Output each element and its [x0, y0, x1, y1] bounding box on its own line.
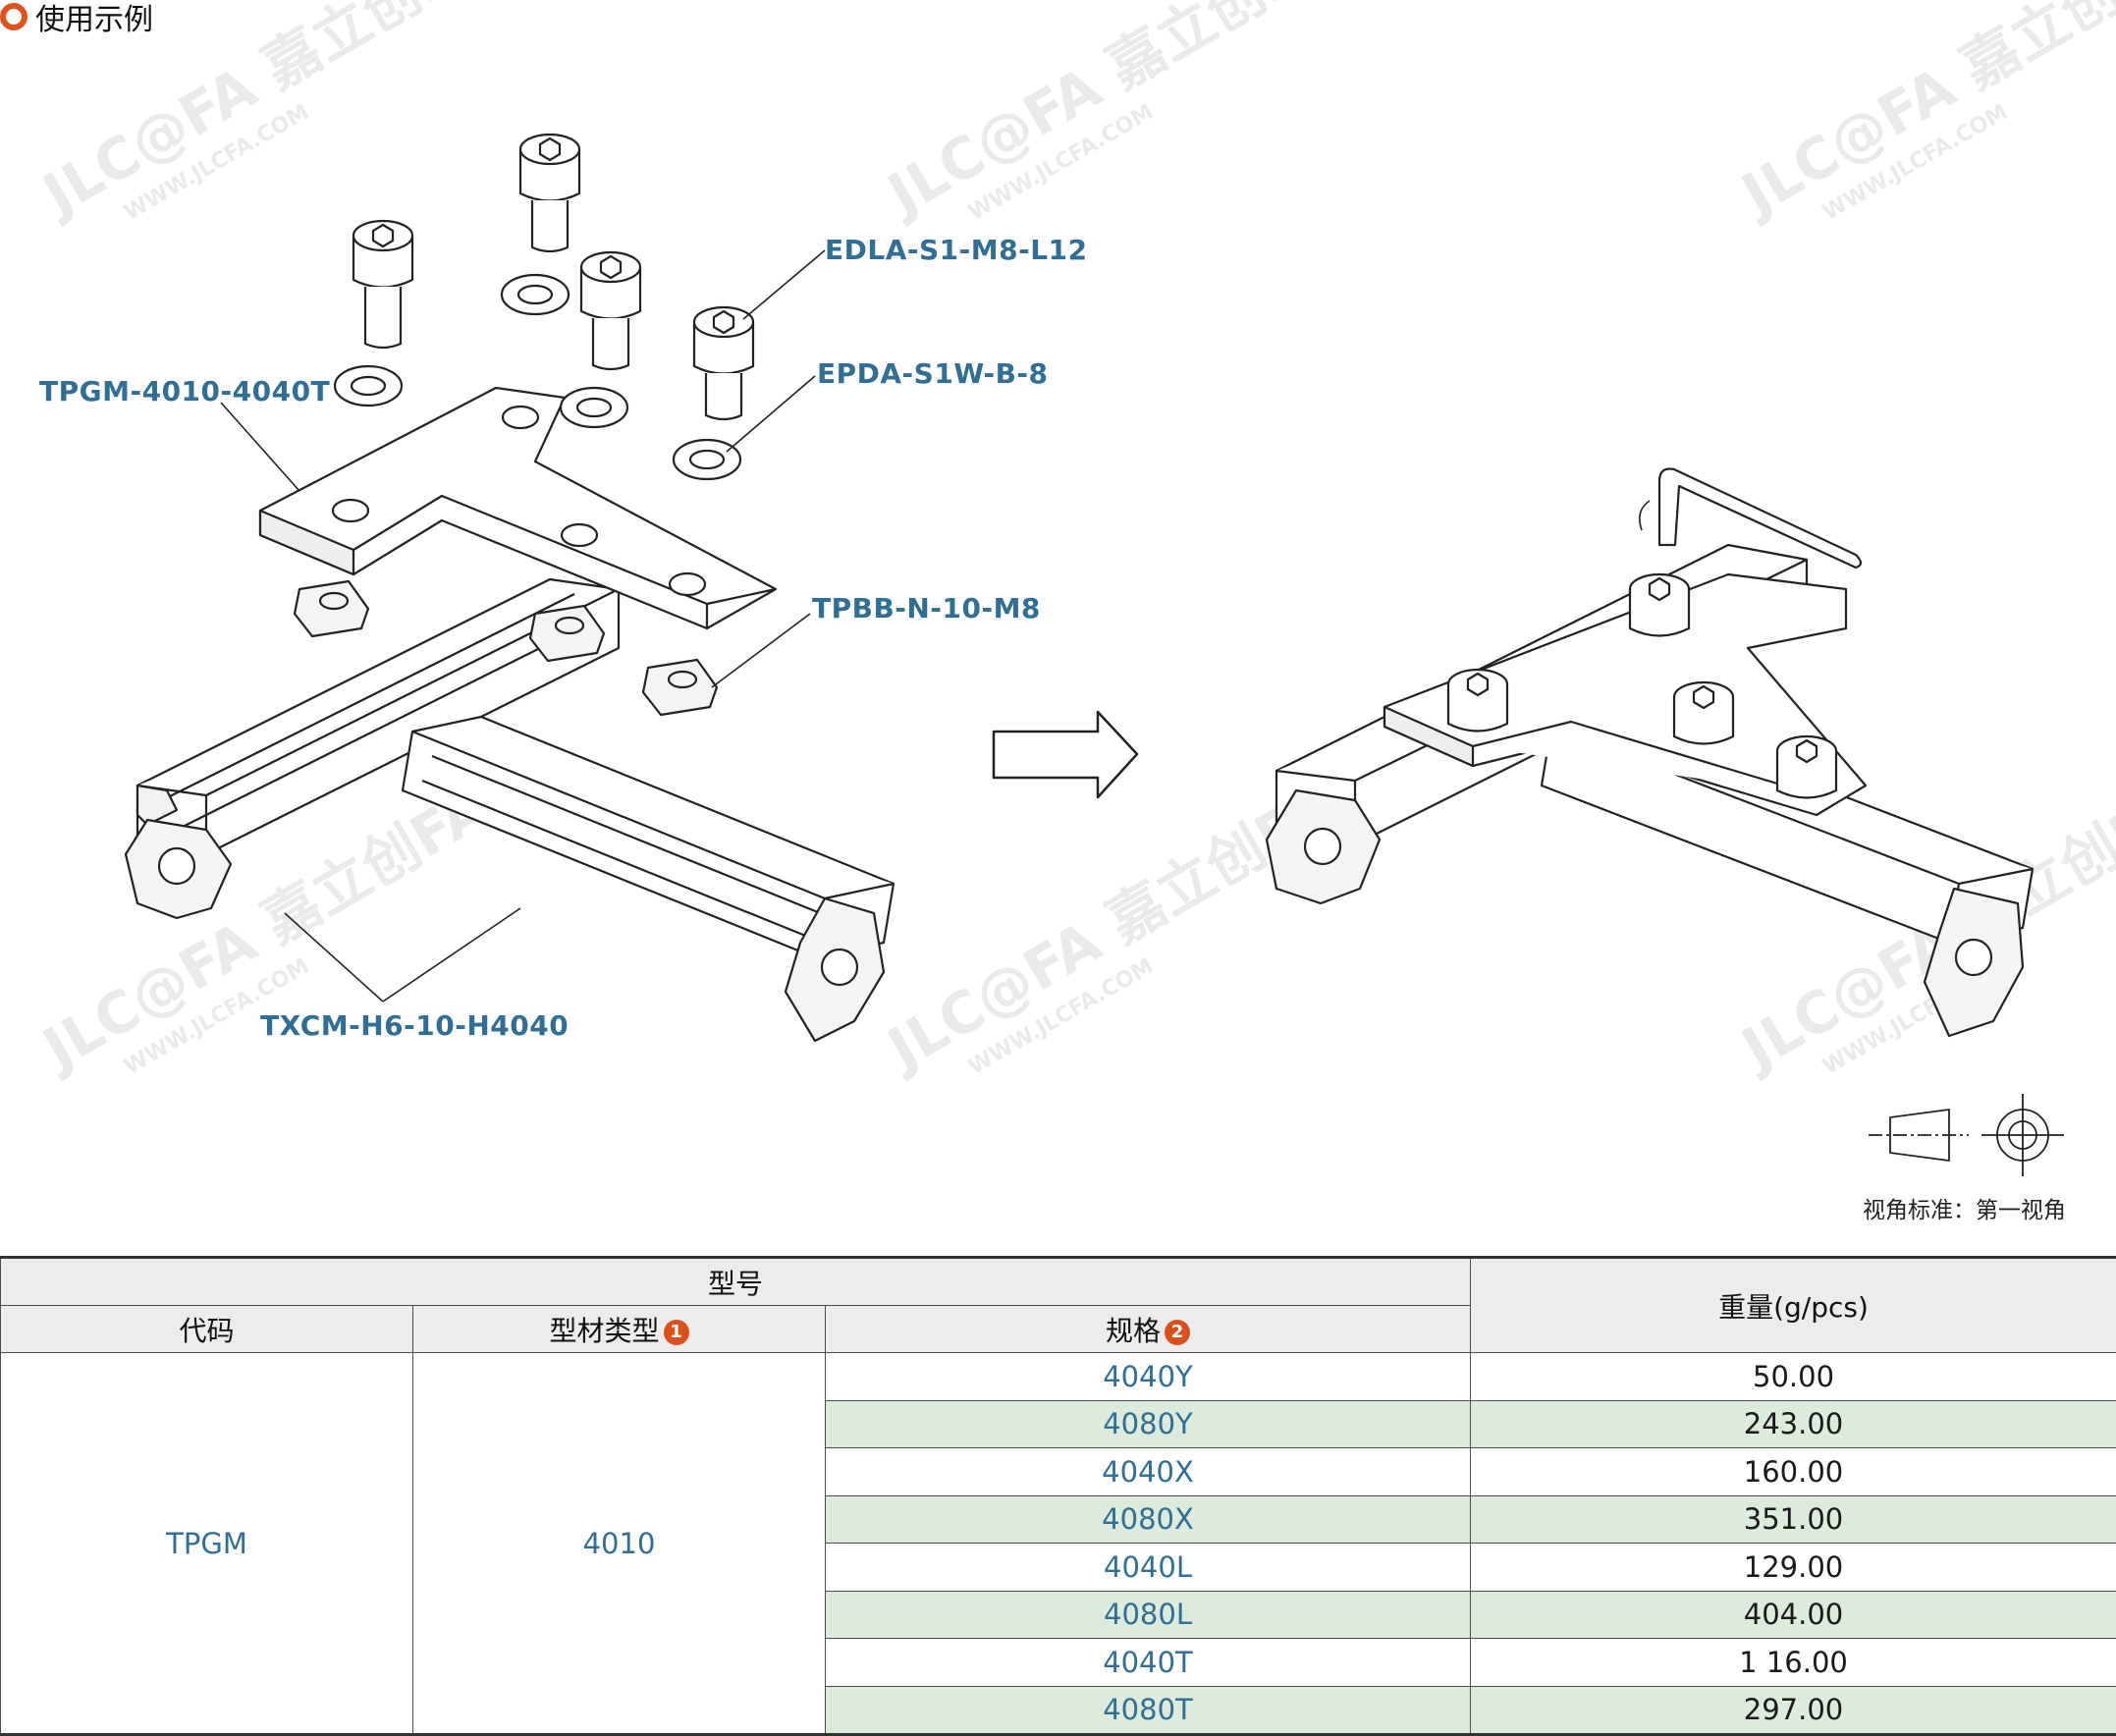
section-title: 使用示例	[35, 3, 153, 37]
code-cell: TPGM	[0, 1352, 413, 1735]
t-nut	[293, 579, 719, 717]
svg-text:JLC@FA 嘉立创FA: JLC@FA 嘉立创FA	[874, 775, 1343, 1084]
section-header: 使用示例	[0, 0, 153, 37]
weight-cell: 243.00	[1470, 1399, 2116, 1448]
spec-cell: 4080X	[824, 1494, 1472, 1544]
assembled-view	[1265, 467, 2035, 1038]
circle-bullet-icon	[0, 3, 27, 30]
profile-type-cell: 4010	[412, 1352, 826, 1735]
spec-cell: 4040T	[824, 1638, 1472, 1687]
weight-cell: 404.00	[1470, 1590, 2116, 1639]
table-row: 4080X 351.00	[1, 1494, 2116, 1544]
callout-profile: TXCM-H6-10-H4040	[260, 1009, 570, 1042]
callout-washer: EPDA-S1W-B-8	[817, 357, 1049, 390]
spec-cell: 4040L	[824, 1543, 1472, 1592]
header-weight: 重量(g/pcs)	[1470, 1257, 2116, 1353]
badge-2: 2	[1165, 1319, 1191, 1345]
weight-cell: 50.00	[1470, 1352, 2116, 1401]
table-row: 4040X 160.00	[1, 1447, 2116, 1496]
table-row: 4040T 1 16.00	[1, 1638, 2116, 1687]
exploded-view	[124, 133, 895, 1043]
first-angle-projection-icon	[1869, 1094, 2064, 1176]
t-plate	[258, 386, 778, 630]
badge-1: 1	[663, 1319, 689, 1345]
callout-plate: TPGM-4010-4040T	[39, 375, 331, 407]
svg-text:JLC@FA 嘉立创FA: JLC@FA 嘉立创FA	[1728, 0, 2116, 230]
hex-bolt	[1446, 572, 1838, 799]
weight-cell: 129.00	[1470, 1543, 2116, 1592]
table-row: 4080Y 243.00	[1, 1399, 2116, 1448]
washer	[333, 273, 742, 481]
hex-key-icon	[1657, 467, 1863, 570]
view-standard-label: 视角标准：第一视角	[1863, 1198, 2066, 1223]
weight-cell: 351.00	[1470, 1494, 2116, 1544]
header-model-group: 型号	[0, 1257, 1472, 1306]
right-arrow-icon	[992, 710, 1139, 799]
table-row: 4080T 297.00	[1, 1685, 2116, 1735]
callout-nut: TPBB-N-10-M8	[812, 592, 1041, 624]
spec-cell: 4080L	[824, 1590, 1472, 1639]
spec-cell: 4080Y	[824, 1399, 1472, 1448]
weight-cell: 297.00	[1470, 1685, 2116, 1735]
svg-text:JLC@FA 嘉立创FA: JLC@FA 嘉立创FA	[29, 0, 499, 230]
hex-bolt	[352, 133, 755, 421]
header-code: 代码	[0, 1305, 413, 1353]
table-row: TPGM 4010 4040Y 50.00	[0, 1352, 2116, 1735]
spec-cell: 4040X	[824, 1447, 1472, 1496]
weight-cell: 160.00	[1470, 1447, 2116, 1496]
svg-text:JLC@FA 嘉立创FA: JLC@FA 嘉立创FA	[874, 0, 1343, 230]
profile-horizontal	[124, 577, 621, 920]
spec-cell: 4040Y	[824, 1352, 1472, 1401]
leader-line	[220, 249, 826, 1003]
weight-cell: 1 16.00	[1470, 1638, 2116, 1687]
callout-bolt: EDLA-S1-M8-L12	[825, 234, 1088, 266]
spec-cell: 4080T	[824, 1685, 1472, 1735]
profile-vertical	[401, 715, 895, 1043]
